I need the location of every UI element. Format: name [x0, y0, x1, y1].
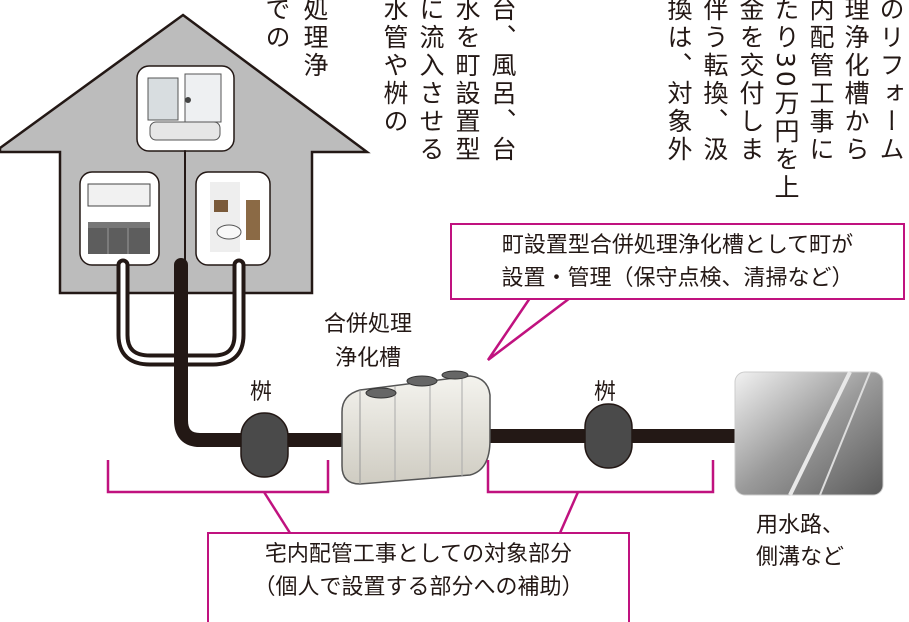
vertical-text-col6: 伴う転換、汲 [700, 0, 729, 164]
tank-label-line1: 合併処理 [324, 312, 413, 337]
outlet-label-line2: 側溝など [756, 545, 845, 570]
vertical-text-col10: に流入させる [416, 0, 445, 164]
vertical-text-col2: 理浄化槽から [841, 0, 870, 164]
septic-tank [341, 370, 491, 485]
canal-icon [734, 371, 884, 496]
vertical-text-col11: 水管や桝の [380, 0, 409, 136]
vertical-text-col4: たり30万円を上 [771, 0, 800, 202]
kitchen-icon [79, 171, 160, 266]
callout-subsidy-scope-line2: （個人で設置する部分への補助） [253, 575, 584, 600]
bathroom-icon [136, 65, 235, 152]
vertical-text-col1: のリフォーム [876, 0, 905, 164]
callout-town-managed-line1: 町設置型合併処理浄化槽として町が [501, 233, 854, 258]
vertical-text-col12: 処理浄 [300, 0, 329, 80]
callout-town-managed-line2: 設置・管理（保守点検、清掃など） [501, 266, 854, 291]
vertical-text-col13: での [262, 0, 291, 52]
vertical-text-col7: 換は、対象外 [664, 0, 693, 164]
callout-pointer [486, 297, 571, 361]
tank-label: 合併処理 浄化槽 [324, 308, 412, 376]
basin-left [240, 412, 289, 478]
callout-town-managed: 町設置型合併処理浄化槽として町が 設置・管理（保守点検、清掃など） [450, 223, 905, 300]
brackets [106, 460, 715, 534]
toilet-icon [195, 171, 271, 266]
callout-subsidy-scope-line1: 宅内配管工事としての対象部分 [264, 542, 573, 567]
vertical-text-col9: 水を町設置型 [452, 0, 481, 164]
outlet-label: 用水路、 側溝など [756, 510, 844, 574]
vertical-text-col3: 内配管工事に [806, 0, 835, 164]
vertical-text-col8: 台、風呂、台 [488, 0, 517, 164]
basin-right-label: 桝 [594, 380, 617, 405]
vertical-text-col5: 金を交付しま [736, 0, 765, 164]
basin-right [584, 403, 633, 469]
basin-left-label: 桝 [250, 380, 273, 405]
tank-label-line2: 浄化槽 [335, 346, 402, 371]
callout-subsidy-scope: 宅内配管工事としての対象部分 （個人で設置する部分への補助） [207, 532, 630, 622]
outlet-label-line1: 用水路、 [756, 513, 845, 538]
